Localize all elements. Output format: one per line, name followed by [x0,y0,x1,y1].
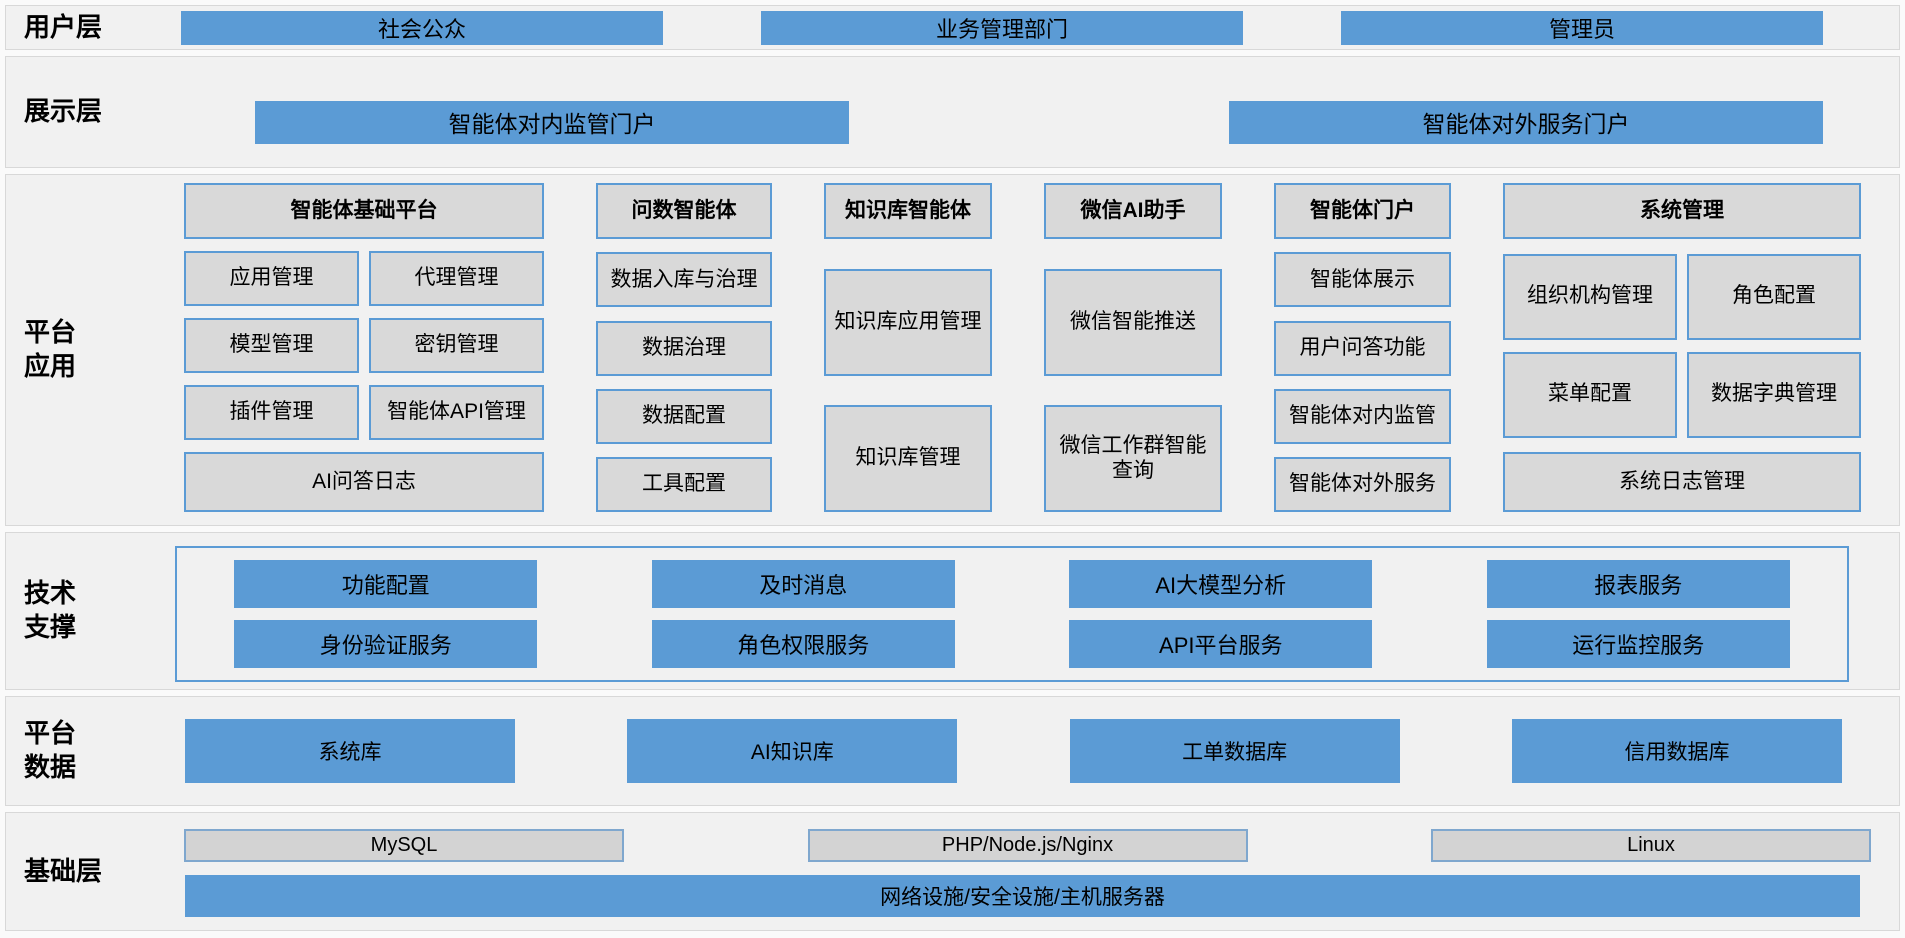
column-header: 微信AI助手 [1044,183,1222,239]
layer-platform-app-content: 智能体基础平台 应用管理 代理管理 模型管理 密钥管理 插件管理 智能体API管… [156,175,1899,525]
column-data-query-agent: 问数智能体 数据入库与治理 数据治理 数据配置 工具配置 [596,183,772,512]
infra-network-bar: 网络设施/安全设施/主机服务器 [185,875,1860,917]
column-system-management: 系统管理 组织机构管理 角色配置 菜单配置 数据字典管理 系统日志管理 [1503,183,1861,512]
layer-label-line: 应用 [24,351,77,381]
layer-platform-app: 平台 应用 智能体基础平台 应用管理 代理管理 模型管理 密钥管理 插件管理 智… [5,174,1900,526]
layer-tech-support: 技术 支撑 功能配置 及时消息 AI大模型分析 报表服务 身份验证服务 角色权限… [5,532,1900,690]
layer-user-content: 社会公众 业务管理部门 管理员 [156,6,1899,49]
service-box: 角色权限服务 [651,620,955,668]
layer-display-content: 智能体对内监管门户 智能体对外服务门户 [156,57,1899,167]
module-box: 密钥管理 [369,318,544,373]
layer-base: 基础层 MySQL PHP/Node.js/Nginx Linux 网络设施/安… [5,812,1900,931]
layer-label-text: 用户层 [24,11,103,42]
infra-box-mysql: MySQL [184,829,624,862]
base-software-row: MySQL PHP/Node.js/Nginx Linux [184,829,1871,862]
portal-external-service: 智能体对外服务门户 [1229,100,1823,144]
module-box: AI问答日志 [184,452,544,512]
column-knowledge-agent: 知识库智能体 知识库应用管理 知识库管理 [824,183,992,512]
module-box: 知识库管理 [824,405,992,512]
module-box: 数据配置 [596,388,772,444]
module-box: 知识库应用管理 [824,268,992,376]
column-header: 问数智能体 [596,183,772,239]
module-box: 代理管理 [369,251,544,306]
database-box: 系统库 [185,719,515,783]
service-box: 运行监控服务 [1486,620,1790,668]
user-group-public: 社会公众 [181,10,663,45]
layer-label-line: 技术 [24,578,77,609]
column-header: 智能体门户 [1274,183,1451,239]
service-box: 报表服务 [1486,560,1790,608]
infra-box-runtime: PHP/Node.js/Nginx [807,829,1248,862]
module-box: 智能体API管理 [369,385,544,440]
module-box: 数据字典管理 [1687,351,1861,438]
layer-label-text: 展示层 [24,96,103,127]
module-box: 用户问答功能 [1274,320,1451,376]
layer-label-line: 支撑 [24,612,77,642]
module-box: 组织机构管理 [1503,253,1677,340]
layer-user-label: 用户层 [6,6,156,49]
module-box: 角色配置 [1687,253,1861,340]
module-box: 微信智能推送 [1044,268,1222,376]
user-group-admin: 管理员 [1341,10,1823,45]
layer-base-content: MySQL PHP/Node.js/Nginx Linux 网络设施/安全设施/… [156,813,1899,930]
module-box: 工具配置 [596,457,772,512]
layer-label-line: 平台 [24,317,77,348]
tech-support-frame: 功能配置 及时消息 AI大模型分析 报表服务 身份验证服务 角色权限服务 API… [175,546,1849,682]
module-box: 系统日志管理 [1503,452,1861,512]
layer-platform-data-content: 系统库 AI知识库 工单数据库 信用数据库 [156,697,1899,805]
column-header: 知识库智能体 [824,183,992,239]
layer-tech-support-label: 技术 支撑 [6,533,156,689]
layer-platform-app-label: 平台 应用 [6,175,156,525]
database-box: 信用数据库 [1511,719,1842,783]
module-box: 智能体对内监管 [1274,388,1451,444]
layer-base-label: 基础层 [6,813,156,930]
module-box: 智能体展示 [1274,252,1451,308]
database-box: AI知识库 [627,719,958,783]
layer-platform-data-label: 平台 数据 [6,697,156,805]
service-box: 身份验证服务 [234,620,538,668]
column-agent-portal: 智能体门户 智能体展示 用户问答功能 智能体对内监管 智能体对外服务 [1274,183,1451,512]
module-box: 数据入库与治理 [596,252,772,308]
layer-label-line: 数据 [24,752,77,782]
service-box: 及时消息 [651,560,955,608]
column-agent-base-platform: 智能体基础平台 应用管理 代理管理 模型管理 密钥管理 插件管理 智能体API管… [184,183,544,512]
infra-box-os: Linux [1431,829,1871,862]
column-wechat-ai-assistant: 微信AI助手 微信智能推送 微信工作群智能查询 [1044,183,1222,512]
module-box: 菜单配置 [1503,351,1677,438]
layer-display: 展示层 智能体对内监管门户 智能体对外服务门户 [5,56,1900,168]
column-grid: 应用管理 代理管理 模型管理 密钥管理 插件管理 智能体API管理 [184,251,544,440]
layer-display-label: 展示层 [6,57,156,167]
portal-internal-supervision: 智能体对内监管门户 [255,100,849,144]
module-box: 模型管理 [184,318,359,373]
layer-platform-data: 平台 数据 系统库 AI知识库 工单数据库 信用数据库 [5,696,1900,806]
layer-user: 用户层 社会公众 业务管理部门 管理员 [5,5,1900,50]
module-box: 插件管理 [184,385,359,440]
service-box: AI大模型分析 [1069,560,1373,608]
module-box: 数据治理 [596,320,772,376]
column-grid: 组织机构管理 角色配置 菜单配置 数据字典管理 [1503,253,1861,438]
module-box: 微信工作群智能查询 [1044,405,1222,512]
database-box: 工单数据库 [1069,719,1400,783]
column-header: 系统管理 [1503,183,1861,239]
module-box: 智能体对外服务 [1274,457,1451,512]
user-group-business-dept: 业务管理部门 [761,10,1243,45]
layer-label-line: 平台 [24,718,77,749]
layer-label-text: 基础层 [24,855,103,886]
service-box: API平台服务 [1069,620,1373,668]
module-box: 应用管理 [184,251,359,306]
layer-tech-support-content: 功能配置 及时消息 AI大模型分析 报表服务 身份验证服务 角色权限服务 API… [156,533,1899,689]
column-header: 智能体基础平台 [184,183,544,239]
service-box: 功能配置 [234,560,538,608]
